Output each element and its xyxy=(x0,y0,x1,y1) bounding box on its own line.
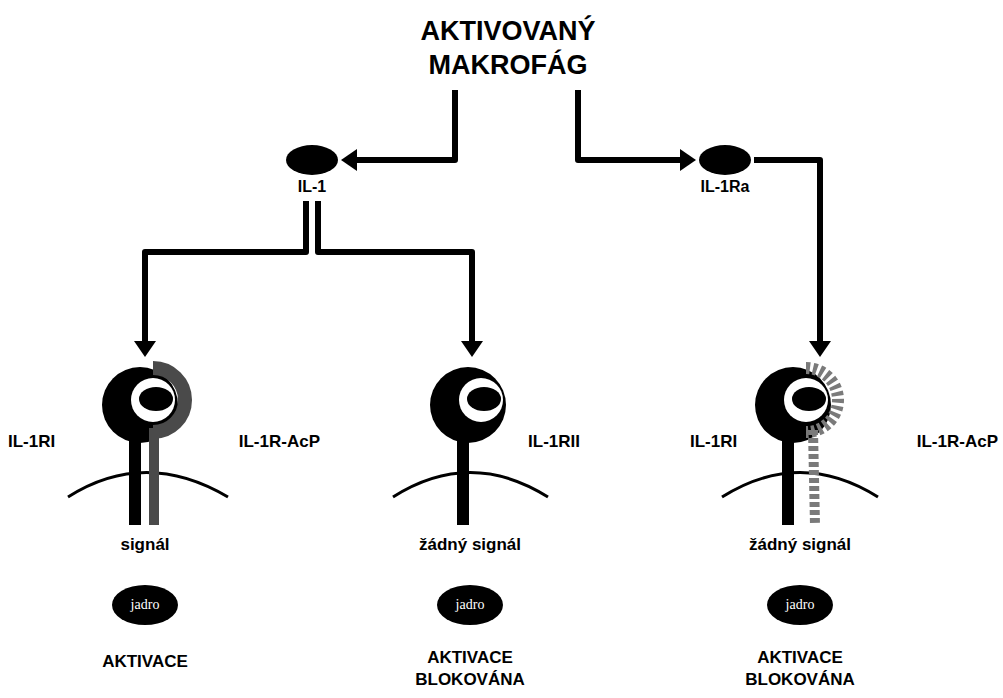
arrow-connector xyxy=(754,160,831,357)
receptor-complex: IL-1RI IL-1R-AcP xyxy=(8,360,320,510)
receptor-label: IL-1RI xyxy=(690,432,737,452)
antagonist-node: IL-1Ra xyxy=(699,145,751,197)
source-cell-title: AKTIVOVANÝ MAKROFÁG xyxy=(368,14,648,82)
signal-label: signál xyxy=(70,534,220,556)
receptor-label: IL-1R-AcP xyxy=(917,432,998,452)
node-text: IL-1Ra xyxy=(701,177,750,197)
blocked-receptor: IL-1RI IL-1R-AcP xyxy=(690,360,998,510)
ligand-node: IL-1 xyxy=(286,145,338,197)
nucleus-ellipse: jadro xyxy=(767,585,833,625)
ligand-ellipse xyxy=(699,145,751,175)
nucleus-text: jadro xyxy=(131,597,160,613)
decoy-receptor xyxy=(393,367,548,525)
receptor-label: IL-1R-AcP xyxy=(239,432,320,452)
arrow-connector xyxy=(341,90,455,171)
arrow-connector xyxy=(134,201,306,357)
signal-label: žádný signál xyxy=(725,534,875,556)
outcome-label: AKTIVACE xyxy=(70,651,220,673)
arrow-connector xyxy=(318,201,483,357)
ligand-ellipse xyxy=(286,145,338,175)
receptor-label: IL-1RII xyxy=(528,432,580,452)
nucleus-ellipse: jadro xyxy=(112,585,178,625)
nucleus-text: jadro xyxy=(456,597,485,613)
nucleus-text: jadro xyxy=(786,597,815,613)
outcome-label: AKTIVACE BLOKOVÁNA xyxy=(395,647,545,691)
node-text: IL-1 xyxy=(298,177,326,197)
outcome-label: AKTIVACE BLOKOVÁNA xyxy=(725,647,875,691)
receptor-label: IL-1RI xyxy=(8,432,55,452)
node-text: AKTIVOVANÝ MAKROFÁG xyxy=(368,14,648,82)
receptor-complex xyxy=(68,367,228,525)
decoy-receptor: IL-1RII xyxy=(385,360,580,510)
nucleus-ellipse: jadro xyxy=(437,585,503,625)
blocked-receptor xyxy=(722,367,878,525)
signal-label: žádný signál xyxy=(395,534,545,556)
arrow-connector xyxy=(578,90,696,171)
